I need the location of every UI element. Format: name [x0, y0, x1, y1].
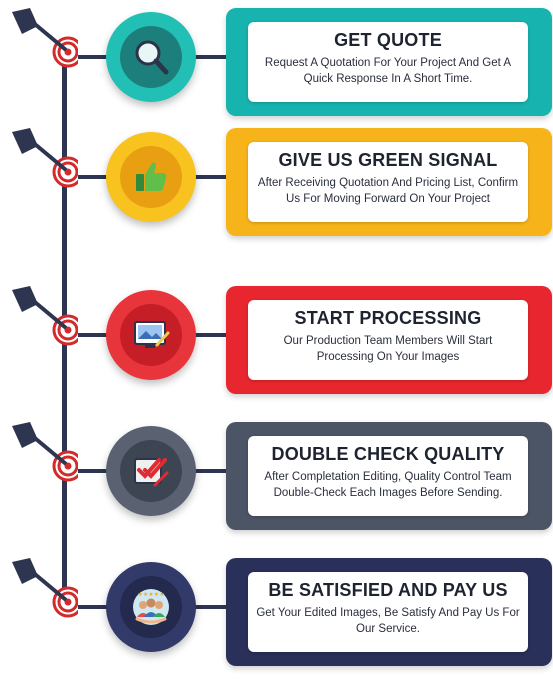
step-description: After Completation Editing, Quality Cont…: [264, 471, 512, 499]
step-description: Request A Quotation For Your Project And…: [264, 57, 512, 85]
magnifier-icon: [135, 40, 169, 75]
step-icon-circle: [106, 132, 196, 222]
step-title: GET QUOTE: [334, 30, 442, 50]
thumbs-up-icon: [136, 162, 167, 191]
step-card: GET QUOTE Request A Quotation For Your P…: [248, 22, 528, 102]
step-start-processing: START PROCESSING Our Production Team Mem…: [0, 286, 553, 396]
step-icon-inner: [120, 146, 182, 208]
step-title: BE SATISFIED AND PAY US: [268, 580, 508, 600]
step-icon-circle: [106, 12, 196, 102]
step-icon-circle: ★★★★★: [106, 562, 196, 652]
step-be-satisfied-and-pay-us: ★★★★★ BE SATISFIED AND PAY US Get Your E…: [0, 558, 553, 668]
image-editing-icon: [134, 321, 170, 348]
step-card: BE SATISFIED AND PAY US Get Your Edited …: [248, 572, 528, 652]
step-panel: BE SATISFIED AND PAY US Get Your Edited …: [226, 558, 552, 666]
step-card: DOUBLE CHECK QUALITY After Completation …: [248, 436, 528, 516]
step-panel: GET QUOTE Request A Quotation For Your P…: [226, 8, 552, 116]
step-panel: GIVE US GREEN SIGNAL After Receiving Quo…: [226, 128, 552, 236]
step-icon-circle: [106, 426, 196, 516]
target-dart-icon: [12, 8, 78, 68]
step-description: Get Your Edited Images, Be Satisfy And P…: [256, 607, 520, 635]
double-check-icon: [134, 458, 169, 487]
step-get-quote: GET QUOTE Request A Quotation For Your P…: [0, 8, 553, 118]
target-dart-icon: [12, 558, 78, 618]
satisfied-team-icon: ★★★★★: [133, 589, 169, 625]
step-title: GIVE US GREEN SIGNAL: [278, 150, 498, 170]
step-icon-circle: [106, 290, 196, 380]
step-panel: START PROCESSING Our Production Team Mem…: [226, 286, 552, 394]
step-panel: DOUBLE CHECK QUALITY After Completation …: [226, 422, 552, 530]
svg-text:★★★★★: ★★★★★: [138, 591, 165, 598]
step-icon-inner: ★★★★★: [120, 576, 182, 638]
step-double-check-quality: DOUBLE CHECK QUALITY After Completation …: [0, 422, 553, 532]
step-icon-inner: [120, 440, 182, 502]
step-card: GIVE US GREEN SIGNAL After Receiving Quo…: [248, 142, 528, 222]
step-title: DOUBLE CHECK QUALITY: [271, 444, 505, 464]
target-dart-icon: [12, 128, 78, 188]
step-description: Our Production Team Members Will Start P…: [283, 335, 493, 363]
target-dart-icon: [12, 422, 78, 482]
target-dart-icon: [12, 286, 78, 346]
step-give-us-green-signal: GIVE US GREEN SIGNAL After Receiving Quo…: [0, 128, 553, 238]
step-icon-inner: [120, 26, 182, 88]
step-description: After Receiving Quotation And Pricing Li…: [257, 177, 519, 205]
step-card: START PROCESSING Our Production Team Mem…: [248, 300, 528, 380]
step-icon-inner: [120, 304, 182, 366]
step-title: START PROCESSING: [294, 308, 482, 328]
